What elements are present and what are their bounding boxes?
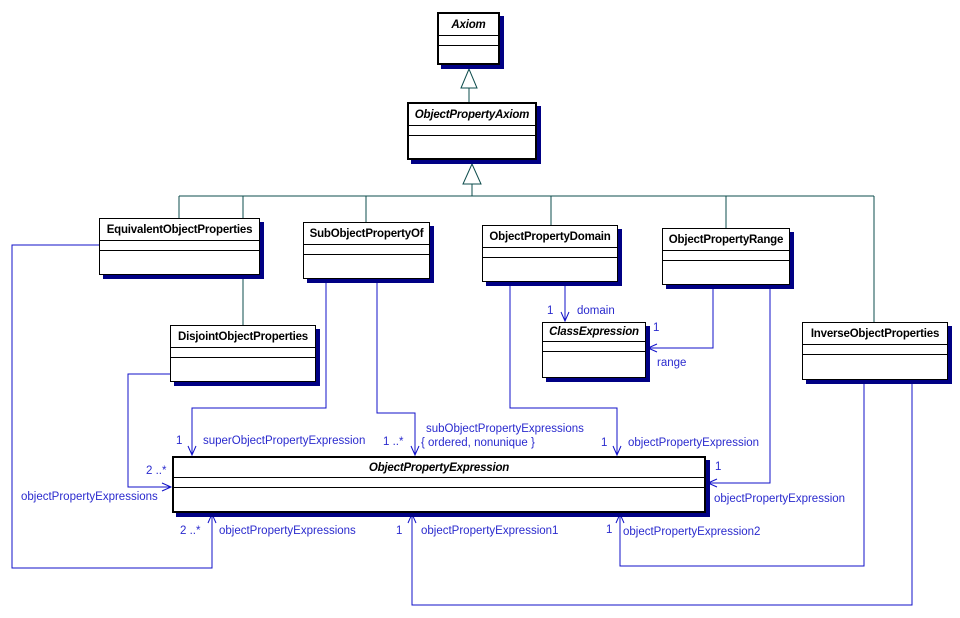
class-box-objectpropertyexpression: ObjectPropertyExpression [172, 456, 706, 513]
association-subobjectpropertyexpressions [376, 279, 416, 455]
class-name: ClassExpression [543, 323, 645, 342]
class-box-objectpropertyaxiom: ObjectPropertyAxiom [407, 102, 537, 160]
attributes-compartment [409, 126, 535, 136]
operations-compartment [409, 136, 535, 158]
class-box-classexpression: ClassExpression [542, 322, 646, 378]
attributes-compartment [100, 241, 259, 251]
class-box-axiom: Axiom [437, 12, 500, 65]
role-label: superObjectPropertyExpression [203, 435, 366, 447]
association-range-objectpropertyexpression [708, 285, 771, 484]
class-name: ObjectPropertyExpression [174, 458, 704, 478]
class-box-disjointobjectproperties: DisjointObjectProperties [170, 325, 316, 382]
association-disjoint-objectpropertyexpressions [127, 373, 170, 488]
multiplicity-label: 1 [547, 305, 554, 317]
role-label: objectPropertyExpressions [219, 525, 356, 537]
arrowhead-left-icon [706, 478, 718, 488]
arrowhead-down-icon [612, 445, 622, 457]
role-label: objectPropertyExpressions [21, 491, 158, 503]
multiplicity-label: 2 ..* [180, 525, 201, 537]
class-box-objectpropertyrange: ObjectPropertyRange [662, 228, 790, 285]
association-equivalent-objectpropertyexpressions [11, 244, 213, 569]
operations-compartment [803, 355, 947, 379]
generalization-triangle-icon [460, 67, 478, 89]
generalization-triangle-icon [462, 162, 482, 185]
arrowhead-down-icon [410, 445, 420, 457]
class-name: ObjectPropertyRange [663, 229, 789, 251]
multiplicity-label: 1 [176, 435, 183, 447]
class-box-subobjectpropertyof: SubObjectPropertyOf [303, 222, 430, 279]
operations-compartment [483, 258, 617, 281]
attributes-compartment [171, 348, 315, 358]
arrowhead-down-icon [187, 445, 197, 457]
constraint-label: { ordered, nonunique } [421, 437, 535, 449]
attributes-compartment [803, 345, 947, 355]
class-name: ObjectPropertyAxiom [409, 104, 535, 126]
multiplicity-label: 1 [396, 525, 403, 537]
operations-compartment [439, 46, 498, 63]
operations-compartment [174, 488, 704, 511]
class-name: InverseObjectProperties [803, 323, 947, 345]
role-label: subObjectPropertyExpressions [426, 423, 584, 435]
multiplicity-label: 1 [653, 322, 660, 334]
multiplicity-label: 1 [601, 437, 608, 449]
operations-compartment [543, 352, 645, 377]
arrowhead-right-icon [161, 482, 173, 492]
arrowhead-up-icon [407, 512, 417, 524]
operations-compartment [171, 358, 315, 381]
arrowhead-down-icon [560, 311, 570, 323]
operations-compartment [304, 255, 429, 278]
attributes-compartment [304, 245, 429, 255]
class-box-inverseobjectproperties: InverseObjectProperties [802, 322, 948, 380]
role-label: objectPropertyExpression [628, 437, 760, 449]
role-label: objectPropertyExpression [714, 493, 846, 505]
class-name: ObjectPropertyDomain [483, 226, 617, 248]
association-domain-objectpropertyexpression [509, 282, 618, 455]
attributes-compartment [174, 478, 704, 488]
attributes-compartment [439, 36, 498, 46]
association-objectpropertyexpression2 [619, 380, 865, 567]
role-label: objectPropertyExpression2 [623, 526, 761, 538]
role-label: objectPropertyExpression1 [421, 525, 559, 537]
attributes-compartment [543, 342, 645, 352]
multiplicity-label: 1 [715, 461, 722, 473]
attributes-compartment [483, 248, 617, 258]
arrowhead-up-icon [615, 512, 625, 524]
attributes-compartment [663, 251, 789, 261]
role-label: range [657, 357, 687, 369]
class-name: DisjointObjectProperties [171, 326, 315, 348]
association-objectpropertyexpression1 [411, 380, 913, 606]
class-name: EquivalentObjectProperties [100, 219, 259, 241]
arrowhead-left-icon [646, 343, 658, 353]
operations-compartment [663, 261, 789, 284]
multiplicity-label: 1 [606, 524, 613, 536]
association-superobjectpropertyexpression [191, 279, 327, 455]
multiplicity-label: 1 ..* [383, 436, 404, 448]
class-name: Axiom [439, 14, 498, 36]
multiplicity-label: 2 ..* [146, 465, 167, 477]
operations-compartment [100, 251, 259, 274]
role-label: domain [577, 305, 615, 317]
class-name: SubObjectPropertyOf [304, 223, 429, 245]
arrowhead-up-icon [207, 512, 217, 524]
class-box-equivalentobjectproperties: EquivalentObjectProperties [99, 218, 260, 275]
association-range [648, 285, 714, 349]
class-box-objectpropertydomain: ObjectPropertyDomain [482, 225, 618, 282]
